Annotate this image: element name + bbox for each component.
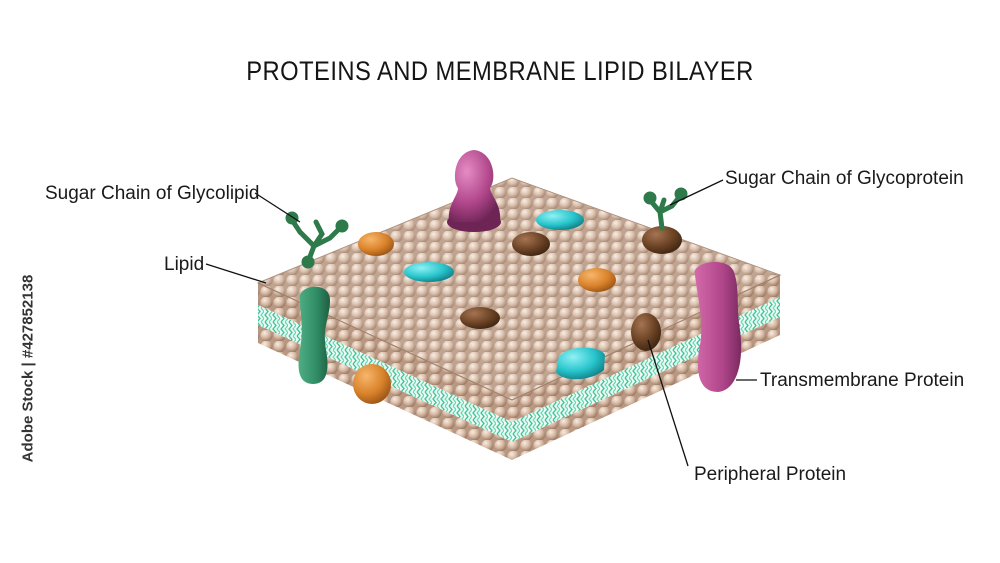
- orange-protein-right: [578, 268, 616, 292]
- orange-protein-left: [358, 232, 394, 256]
- leader-glycolipid: [254, 192, 301, 223]
- leader-peripheral: [647, 339, 689, 467]
- top-transmembrane-protein: [447, 150, 501, 232]
- leader-lines: [205, 179, 757, 467]
- peripheral-protein-shape: [631, 313, 661, 351]
- cyan-protein-top: [536, 210, 584, 230]
- brown-protein-center: [512, 232, 550, 256]
- leader-glycoprotein: [669, 179, 724, 206]
- orange-side-protein: [353, 364, 391, 404]
- diagram-title: PROTEINS AND MEMBRANE LIPID BILAYER: [246, 56, 754, 86]
- magenta-transmembrane-protein: [694, 261, 742, 392]
- brown-protein-lower: [460, 307, 500, 329]
- label-sugar-chain-glycolipid: Sugar Chain of Glycolipid: [45, 183, 260, 204]
- label-lipid: Lipid: [164, 254, 205, 275]
- cyan-protein-lower: [556, 347, 605, 380]
- side-proteins: [298, 261, 742, 404]
- glycoprotein-base: [642, 226, 682, 254]
- label-peripheral-protein: Peripheral Protein: [694, 464, 847, 485]
- label-sugar-chain-glycoprotein: Sugar Chain of Glycoprotein: [725, 168, 964, 189]
- cyan-protein-middle: [404, 262, 454, 282]
- surface-proteins: [358, 150, 682, 380]
- label-transmembrane-protein: Transmembrane Protein: [760, 370, 965, 391]
- green-transmembrane-protein: [298, 286, 330, 384]
- leader-lipid: [205, 263, 267, 284]
- glycoprotein-sugar-chain-icon: [643, 187, 688, 231]
